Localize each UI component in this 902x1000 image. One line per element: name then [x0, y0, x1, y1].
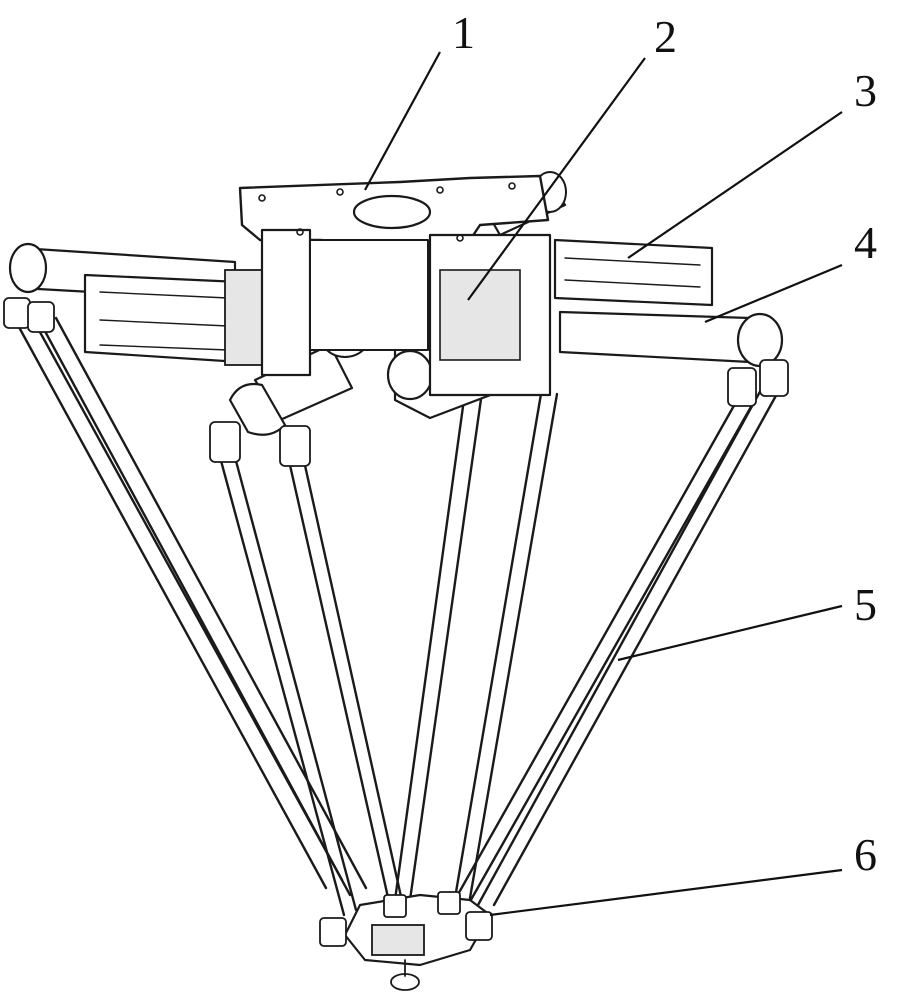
joints: [3, 297, 789, 467]
leader-lines: [364, 51, 843, 917]
callout-6: 6: [854, 829, 877, 880]
callout-labels: 1 2 3 4 5 6: [452, 7, 877, 880]
callout-2: 2: [654, 11, 677, 62]
callout-4: 4: [854, 217, 877, 268]
leader-3: [627, 111, 843, 259]
callout-3: 3: [854, 65, 877, 116]
leader-2: [467, 57, 646, 301]
leader-1: [364, 51, 441, 191]
moving-platform: [319, 891, 493, 991]
leader-5: [617, 604, 843, 662]
leader-6: [489, 868, 843, 917]
leader-4: [704, 263, 843, 324]
callout-1: 1: [452, 7, 475, 58]
callout-5: 5: [854, 579, 877, 630]
base-frame: [238, 174, 552, 397]
parallel-arms: [12, 312, 780, 917]
